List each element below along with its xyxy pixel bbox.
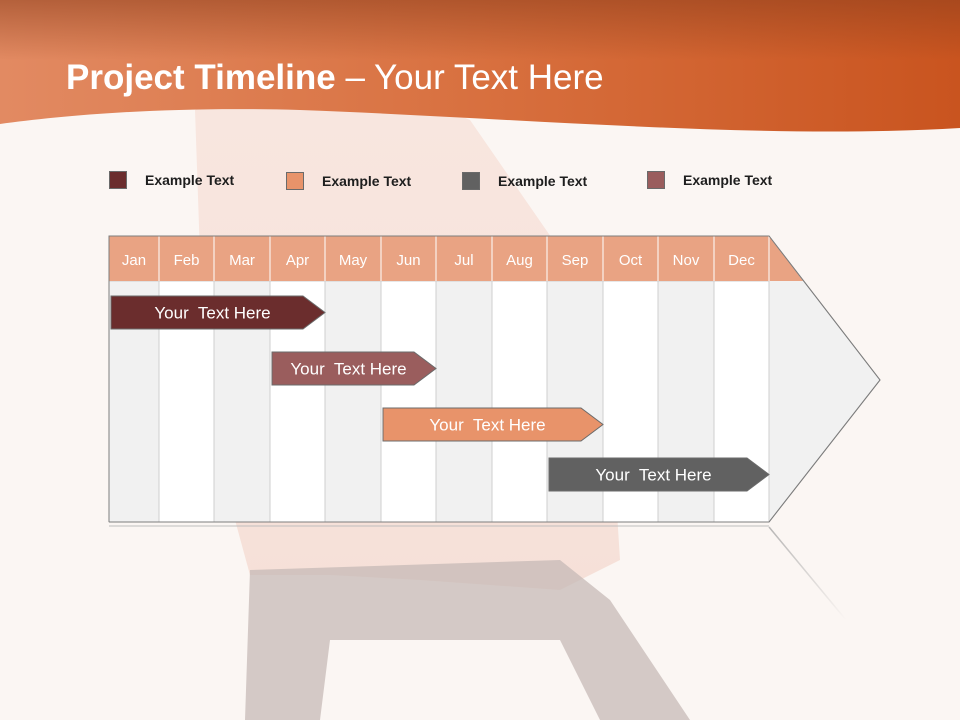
legend-swatch	[286, 172, 304, 190]
legend-label: Example Text	[145, 172, 235, 188]
task-bar[interactable]: Your Text Here	[382, 407, 604, 442]
month-header-row: Jan Feb Mar Apr May Jun Jul Aug Sep Oct Nov Dec	[122, 252, 755, 269]
title-subtitle: – Your Text Here	[335, 58, 604, 97]
task-bar-shape	[548, 457, 770, 492]
legend-item: Example Text	[462, 172, 587, 190]
month-column	[491, 280, 548, 523]
page-title: Project Timeline – Your Text Here	[66, 58, 604, 98]
task-bar[interactable]: Your Text Here	[110, 295, 326, 330]
timeline-outline	[108, 235, 881, 523]
month-label: Sep	[562, 252, 589, 269]
month-label: Jun	[396, 252, 420, 269]
month-band	[109, 236, 803, 281]
legend-item: Example Text	[286, 172, 411, 190]
legend-label: Example Text	[322, 173, 412, 189]
task-bar-shape	[271, 351, 437, 386]
legend-swatch	[647, 171, 665, 189]
month-label: Oct	[619, 252, 643, 269]
month-label: May	[339, 252, 368, 269]
timeline-grid	[108, 235, 881, 523]
header-band	[0, 0, 960, 132]
task-bar-label: Your Text Here	[429, 416, 545, 435]
task-bar-label: Your Text Here	[595, 466, 711, 485]
month-label: Jul	[454, 252, 473, 269]
task-bar-label: Your Text Here	[290, 360, 406, 379]
month-label: Nov	[673, 252, 700, 269]
legend-swatch	[109, 171, 127, 189]
month-column	[435, 280, 493, 523]
month-label: Aug	[506, 252, 533, 269]
title-bold: Project Timeline	[66, 58, 336, 97]
timeline-reflection	[108, 525, 847, 621]
month-label: Apr	[286, 252, 309, 269]
month-column	[380, 280, 437, 523]
month-label: Feb	[174, 252, 200, 269]
task-bar[interactable]: Your Text Here	[271, 351, 437, 386]
legend-label: Example Text	[683, 172, 773, 188]
task-bar-shape	[110, 295, 326, 330]
task-bar-label: Your Text Here	[154, 304, 270, 323]
month-label: Dec	[728, 252, 755, 269]
month-label: Jan	[122, 252, 146, 269]
task-bar-shape	[382, 407, 604, 442]
task-bar[interactable]: Your Text Here	[548, 457, 770, 492]
reflection-line	[768, 526, 847, 621]
legend-item: Example Text	[109, 171, 234, 189]
month-column	[324, 280, 382, 523]
month-label: Mar	[229, 252, 255, 269]
legend-item: Example Text	[647, 171, 772, 189]
legend-label: Example Text	[498, 173, 588, 189]
legend-swatch	[462, 172, 480, 190]
